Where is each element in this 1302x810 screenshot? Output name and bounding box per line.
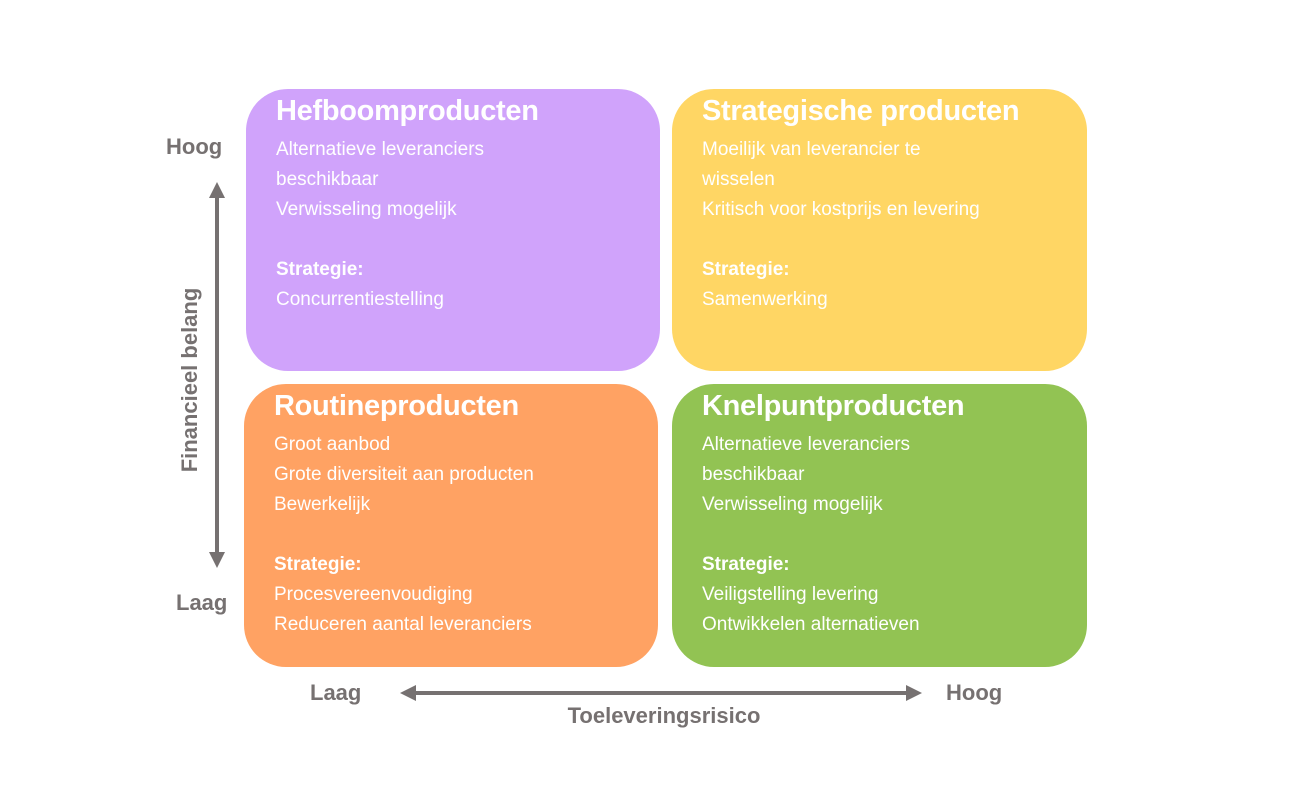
quadrant-strategisch: Strategische producten Moeilijk van leve… [672,89,1087,371]
trait: Grote diversiteit aan producten [274,464,534,485]
y-axis-high: Hoog [166,134,223,159]
trait: beschikbaar [702,464,805,485]
trait: Groot aanbod [274,434,391,455]
trait: Alternatieve leveranciers [276,139,485,160]
trait: Bewerkelijk [274,494,371,515]
strategy-label: Strategie: [702,554,790,575]
x-axis-label: Toeleveringsrisico [567,703,761,728]
quadrant-routine: Routineproducten Groot aanbod Grote dive… [244,384,658,667]
strategy-label: Strategie: [276,259,364,280]
strategy: Samenwerking [702,289,828,310]
y-axis-low: Laag [176,590,228,615]
strategy: Reduceren aantal leveranciers [274,614,532,635]
trait: Moeilijk van leverancier te [702,139,921,160]
quadrant-title: Strategische producten [702,95,1020,127]
strategy-label: Strategie: [702,259,790,280]
trait: Kritisch voor kostprijs en levering [702,199,980,220]
trait: wisselen [702,169,775,190]
y-axis-label: Financieel belang [177,287,202,473]
x-axis-low: Laag [310,680,362,705]
strategy: Ontwikkelen alternatieven [702,614,920,635]
trait: beschikbaar [276,169,379,190]
trait: Verwisseling mogelijk [276,199,457,220]
quadrant-hefboom: Hefboomproducten Alternatieve leverancie… [246,89,660,371]
strategy-label: Strategie: [274,554,362,575]
quadrant-title: Knelpuntproducten [702,390,965,422]
x-axis-high: Hoog [946,680,1003,705]
quadrant-knelpunt: Knelpuntproducten Alternatieve leveranci… [672,384,1087,667]
trait: Alternatieve leveranciers [702,434,911,455]
quadrant-title: Routineproducten [274,390,519,422]
trait: Verwisseling mogelijk [702,494,883,515]
strategy: Procesvereenvoudiging [274,584,473,605]
strategy: Concurrentiestelling [276,289,444,310]
quadrant-title: Hefboomproducten [276,95,539,127]
strategy: Veiligstelling levering [702,584,879,605]
